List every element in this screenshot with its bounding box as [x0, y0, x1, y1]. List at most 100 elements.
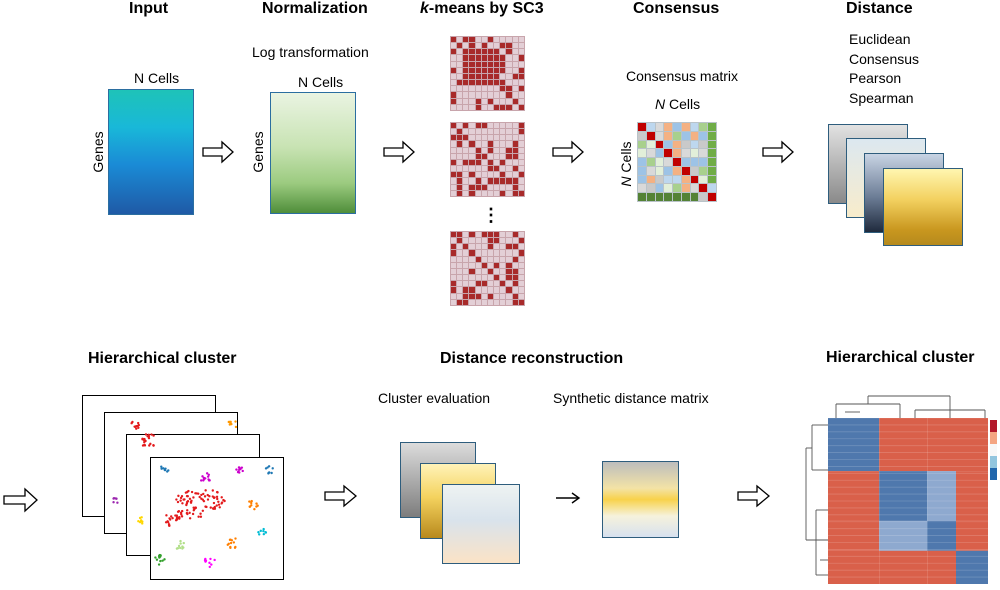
consensus-cell: [655, 131, 664, 140]
matrix-cell: [512, 135, 518, 141]
scatter-point: [176, 546, 180, 550]
scatter-point: [176, 510, 180, 514]
scatter-point: [229, 541, 233, 545]
matrix-cell: [481, 184, 487, 190]
matrix-cell: [475, 275, 481, 281]
matrix-cell: [506, 159, 512, 166]
matrix-cell: [475, 104, 481, 110]
consensus-cell: [638, 131, 646, 140]
matrix-cell: [506, 135, 512, 141]
matrix-cell: [512, 98, 518, 104]
matrix-cell: [469, 92, 475, 98]
matrix-cell: [463, 190, 469, 196]
matrix-cell: [475, 184, 481, 190]
matrix-cell: [506, 238, 512, 244]
matrix-cell: [481, 147, 487, 153]
matrix-cell: [500, 166, 506, 172]
scatter-point: [204, 557, 207, 561]
matrix-cell: [475, 37, 481, 43]
consensus-cell: [655, 158, 664, 166]
matrix-cell: [475, 293, 481, 299]
consensus-cell: [655, 193, 664, 201]
heatmap-block: [828, 550, 880, 584]
matrix-cell: [463, 281, 469, 287]
scatter-point: [160, 465, 163, 468]
scatter-point: [141, 444, 145, 447]
matrix-cell: [494, 49, 500, 55]
matrix-cell: [475, 299, 481, 305]
matrix-cell: [463, 86, 469, 92]
matrix-cell: [469, 67, 475, 73]
matrix-cell: [518, 256, 524, 262]
scatter-point: [170, 515, 173, 518]
matrix-cell: [518, 275, 524, 281]
consensus-cell: [699, 158, 708, 166]
matrix-cell: [506, 184, 512, 190]
matrix-cell: [512, 104, 518, 110]
matrix-cell: [463, 141, 469, 147]
matrix-cell: [487, 281, 494, 287]
scatter-point: [179, 539, 182, 543]
matrix-cell: [451, 55, 457, 61]
consensus-cell: [699, 166, 708, 175]
matrix-cell: [451, 159, 457, 166]
matrix-cell: [487, 250, 494, 256]
scatter-point: [179, 542, 182, 545]
matrix-cell: [457, 37, 463, 43]
matrix-cell: [457, 287, 463, 293]
scatter-point: [212, 507, 215, 511]
cells-suffix: Cells: [665, 96, 701, 112]
heatmap-block: [927, 418, 956, 472]
ellipsis-icon: ⋮: [482, 205, 500, 225]
matrix-cell: [500, 178, 506, 184]
matrix-cell: [481, 293, 487, 299]
scatter-point: [211, 489, 215, 492]
matrix-cell: [481, 98, 487, 104]
scatter-point: [116, 501, 119, 504]
matrix-cell: [475, 244, 481, 250]
matrix-cell: [469, 73, 475, 80]
matrix-cell: [487, 104, 494, 110]
step-normalization-heading: Normalization: [262, 0, 368, 17]
consensus-cell: [646, 166, 655, 175]
matrix-cell: [475, 92, 481, 98]
matrix-cell: [494, 43, 500, 49]
matrix-cell: [512, 190, 518, 196]
matrix-cell: [481, 153, 487, 159]
scatter-point: [202, 492, 205, 496]
matrix-cell: [481, 123, 487, 129]
matrix-cell: [451, 73, 457, 80]
matrix-cell: [518, 123, 524, 129]
matrix-cell: [469, 123, 475, 129]
matrix-cell: [506, 37, 512, 43]
kmeans-rest: -means by SC3: [428, 0, 544, 17]
kmeans-k: k: [420, 0, 429, 17]
scatter-point: [188, 497, 192, 501]
scatter-point: [253, 507, 256, 511]
matrix-cell: [487, 232, 494, 238]
matrix-cell: [457, 141, 463, 147]
matrix-cell: [500, 299, 506, 305]
matrix-cell: [500, 238, 506, 244]
scatter-point: [136, 421, 140, 425]
consensus-cell: [638, 140, 646, 149]
scatter-point: [239, 467, 242, 471]
consensus-cell: [681, 123, 690, 131]
matrix-cell: [469, 275, 475, 281]
matrix-cell: [463, 172, 469, 178]
matrix-cell: [475, 61, 481, 67]
scatter-point: [212, 501, 216, 505]
scatter-point: [148, 444, 151, 447]
matrix-cell: [469, 43, 475, 49]
matrix-cell: [463, 287, 469, 293]
matrix-cell: [518, 178, 524, 184]
step-distance-heading: Distance: [846, 0, 913, 17]
matrix-cell: [457, 244, 463, 250]
matrix-cell: [451, 129, 457, 135]
scatter-point: [234, 425, 238, 429]
matrix-cell: [457, 43, 463, 49]
matrix-cell: [451, 275, 457, 281]
scatter-point: [241, 469, 244, 473]
